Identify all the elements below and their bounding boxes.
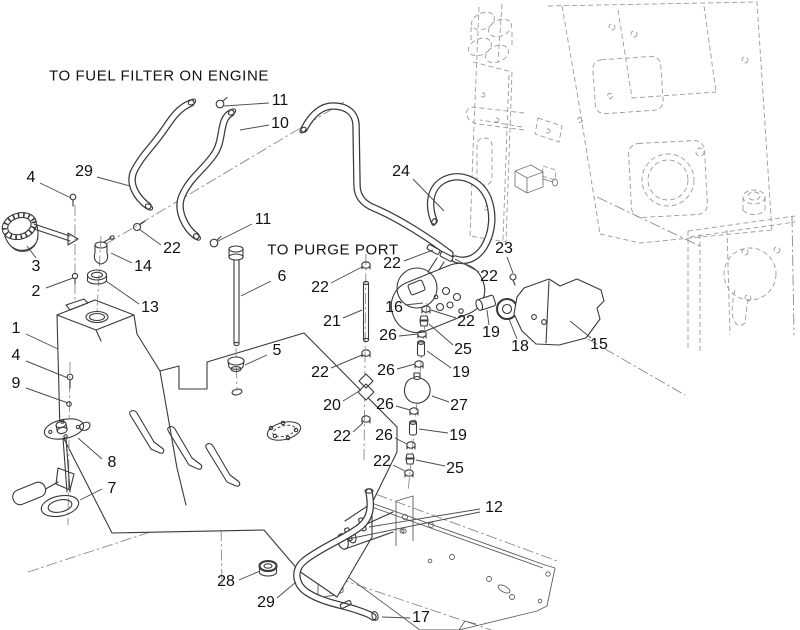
leader-22 (138, 228, 162, 246)
leader-lines (25, 102, 592, 619)
leader-11 (217, 223, 253, 242)
purge-line (299, 102, 496, 277)
leader-12 (347, 511, 481, 540)
leader-22 (352, 422, 364, 433)
leader-11 (223, 102, 270, 107)
cylinder-19b (408, 420, 418, 436)
cylinder-19a (416, 340, 426, 357)
leader-12 (368, 508, 481, 528)
leader-23 (506, 256, 514, 274)
grommet-18 (495, 297, 519, 321)
dipstick-tube-group (227, 245, 245, 392)
leader-10 (239, 124, 270, 131)
leader-1 (25, 333, 59, 350)
leader-29 (276, 581, 297, 599)
leader-26 (394, 437, 408, 445)
leader-19 (426, 350, 452, 369)
clamp-11b (209, 238, 219, 248)
leader-25 (415, 459, 446, 467)
leader-9 (25, 387, 69, 404)
stud-block (514, 164, 558, 194)
leader-19 (486, 309, 490, 326)
filter-27 (403, 372, 431, 404)
bushing-28 (258, 559, 278, 577)
leader-25 (428, 323, 454, 346)
tube-21 (362, 282, 370, 341)
filler-hole (85, 310, 109, 324)
leader-24 (412, 178, 445, 212)
leader-20 (342, 389, 362, 402)
leader-26 (398, 333, 419, 337)
fuel-hoses-top (128, 96, 237, 248)
leader-3 (26, 245, 37, 259)
leader-22 (430, 309, 457, 319)
leader-14 (110, 252, 133, 264)
bead-9 (66, 401, 72, 407)
leader-5 (244, 354, 268, 366)
leader-4 (39, 182, 72, 199)
leader-8 (77, 437, 103, 460)
leader-17 (381, 616, 411, 619)
clamp-11a (215, 99, 225, 109)
clamp-22-vent (132, 222, 142, 232)
leader-13 (105, 280, 140, 305)
leader-16 (404, 302, 424, 306)
fuel-cap-assembly (1, 193, 79, 302)
float (12, 481, 47, 506)
bracket-15 (513, 278, 605, 346)
cap-tether (33, 223, 79, 246)
vent-fitting-group (86, 220, 146, 314)
clamp-22-purge-b (439, 251, 454, 262)
sender-boss (266, 420, 302, 441)
drain-hose-group (258, 488, 379, 621)
fitting-19-right (475, 294, 497, 311)
purge-tube-column (357, 253, 375, 463)
leader-22 (330, 354, 363, 369)
leader-19 (418, 428, 449, 434)
fuel-sender-assembly (12, 361, 91, 526)
leader-29 (96, 176, 131, 187)
gasket-7 (40, 494, 80, 518)
leader-7 (79, 488, 103, 501)
fitting-20 (357, 373, 375, 401)
fitting-25a (419, 315, 429, 327)
fuel-tank (56, 298, 398, 598)
leader-15 (569, 320, 592, 339)
leader-2 (45, 277, 74, 289)
fitting-25b (405, 453, 415, 465)
leader-22 (330, 266, 363, 284)
leader-28 (238, 570, 261, 581)
screw-23 (509, 273, 517, 281)
clamp-22-purge-a (426, 244, 441, 255)
leader-22 (454, 258, 480, 273)
leader-22 (403, 249, 434, 262)
leader-26 (396, 363, 416, 370)
grommet-5 (227, 356, 245, 366)
purge-port-group (390, 262, 605, 346)
leader-22 (392, 464, 406, 472)
leader-27 (431, 395, 450, 403)
leader-18 (508, 318, 518, 340)
leader-6 (240, 280, 272, 297)
leader-4 (25, 360, 69, 379)
screw-4a (69, 193, 77, 201)
leader-21 (342, 309, 363, 319)
leader-26 (395, 405, 411, 411)
bulkhead-fitting-column (403, 302, 431, 493)
